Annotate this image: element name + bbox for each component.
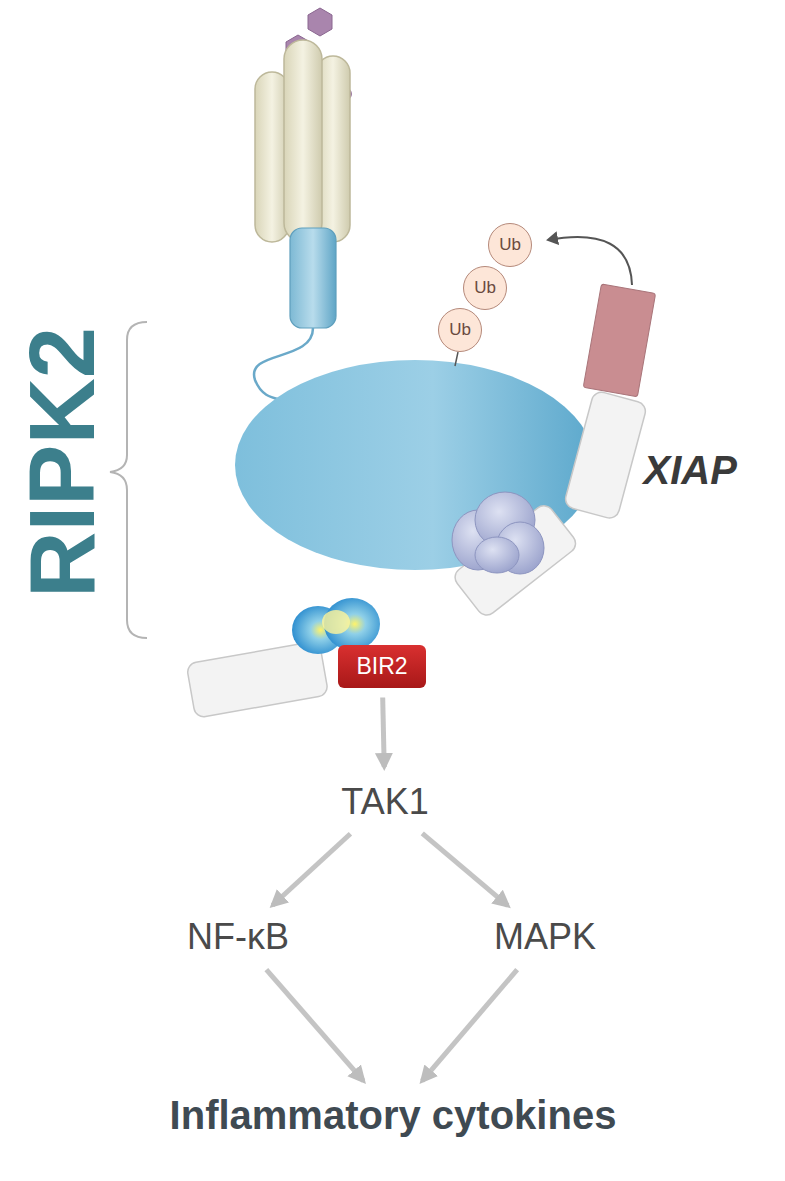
bir2-domain: BIR2 bbox=[338, 645, 425, 688]
node-text: NF-κB bbox=[187, 916, 289, 958]
ubiquitin: Ub bbox=[488, 223, 532, 267]
protein-label: XIAP bbox=[644, 448, 737, 493]
xiap-domains bbox=[186, 390, 647, 718]
node-text: BIR2 bbox=[356, 653, 407, 680]
node-text: Ub bbox=[474, 278, 496, 298]
output-node: Inflammatory cytokines bbox=[164, 1089, 623, 1142]
ubiquitination-arrow bbox=[548, 237, 632, 285]
protein-label: RIPK2 bbox=[9, 327, 114, 598]
ubiquitin: Ub bbox=[438, 308, 482, 352]
pathway-node: MAPK bbox=[488, 912, 602, 962]
node-text: Ub bbox=[449, 320, 471, 340]
pathway-node: TAK1 bbox=[335, 777, 434, 827]
uba-domain bbox=[452, 492, 544, 574]
receptor-stalk bbox=[290, 228, 336, 328]
pathway-node: NF-κB bbox=[181, 912, 295, 962]
pathway-arrow bbox=[273, 834, 351, 905]
ubiquitin: Ub bbox=[463, 266, 507, 310]
pathway-arrow bbox=[422, 970, 517, 1081]
node-text: MAPK bbox=[494, 916, 596, 958]
ub-tether bbox=[455, 352, 458, 366]
node-text: TAK1 bbox=[341, 781, 428, 823]
bracket bbox=[110, 322, 147, 638]
pathway-arrow bbox=[422, 833, 507, 905]
ring-domain bbox=[583, 284, 655, 397]
node-text: Ub bbox=[499, 235, 521, 255]
node-text: Inflammatory cytokines bbox=[170, 1093, 617, 1138]
pathway-arrow bbox=[383, 697, 385, 767]
receptor-domain bbox=[255, 40, 350, 242]
pathway-arrow bbox=[266, 970, 363, 1081]
